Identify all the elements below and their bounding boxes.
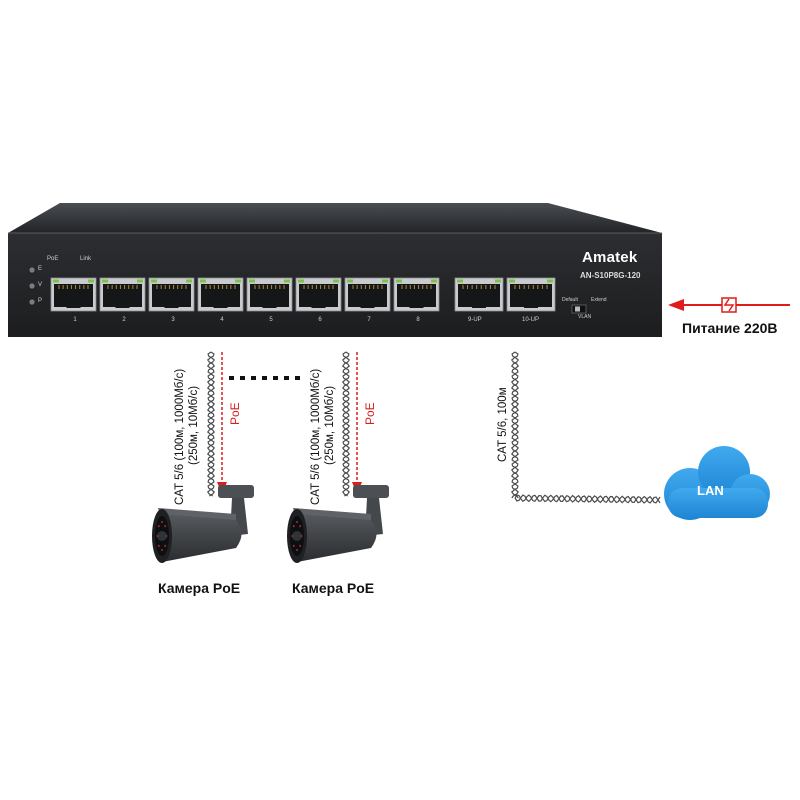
- rj45-port-6[interactable]: [295, 277, 342, 312]
- camera2-cable-spec-2: (250м, 10Мб/с): [324, 385, 336, 465]
- rj45-port-5[interactable]: [246, 277, 293, 312]
- camera2-cable: [341, 351, 351, 497]
- camera-1-icon: [152, 485, 254, 563]
- camera1-cable-spec: CAT 5/6 (100м, 1000Мб/с): [174, 368, 186, 505]
- rj45-port-8[interactable]: [393, 277, 440, 312]
- port-label: 7: [367, 317, 371, 323]
- led-header-poe: PoE: [47, 256, 59, 262]
- led-label-e: E: [38, 266, 43, 272]
- port-label: 8: [416, 317, 420, 323]
- cameras: [152, 485, 389, 563]
- switch-label-default: Default: [562, 297, 578, 303]
- lan-cable-spec: CAT 5/6, 100м: [497, 387, 509, 462]
- poe-label-2: PoE: [363, 402, 377, 425]
- lan-cable-vertical: [510, 351, 520, 499]
- rj45-port-3[interactable]: [148, 277, 195, 312]
- led-label-v: V: [38, 282, 43, 288]
- power-input-arrow: [668, 297, 790, 313]
- uplink-label-9: 9-UP: [468, 317, 482, 323]
- port-label: 1: [73, 317, 77, 323]
- rj45-port-2[interactable]: [99, 277, 146, 312]
- port-row: [50, 277, 556, 312]
- power-label: Питание 220В: [682, 320, 778, 336]
- led-p: [29, 299, 35, 305]
- rj45-port-7[interactable]: [344, 277, 391, 312]
- port-label: 3: [171, 317, 175, 323]
- rj45-port-1[interactable]: [50, 277, 97, 312]
- camera-2-icon: [287, 485, 389, 563]
- lan-cloud-icon: [664, 446, 770, 520]
- poe-arrow-1: [217, 352, 227, 494]
- poe-arrow-2: [352, 352, 362, 494]
- port-label: 5: [269, 317, 273, 323]
- switch-top-face: [8, 203, 662, 233]
- rj45-port-10-up[interactable]: [506, 277, 556, 312]
- switch-device: [8, 203, 662, 337]
- port-label: 2: [122, 317, 126, 323]
- rj45-port-4[interactable]: [197, 277, 244, 312]
- camera2-cable-spec: CAT 5/6 (100м, 1000Мб/с): [310, 368, 322, 505]
- led-header-link: Link: [80, 256, 92, 262]
- camera1-label: Камера PoE: [158, 580, 241, 596]
- camera2-label: Камера PoE: [292, 580, 375, 596]
- switch-label-extend: Extend: [591, 297, 607, 303]
- led-v: [29, 283, 35, 289]
- lan-cable-horizontal: [514, 494, 661, 504]
- brand-logo: Amatek: [582, 249, 638, 266]
- port-label: 6: [318, 317, 322, 323]
- led-e: [29, 267, 35, 273]
- uplink-label-10: 10-UP: [522, 317, 540, 323]
- cables: [206, 351, 661, 504]
- camera1-cable-spec-2: (250м, 10Мб/с): [188, 385, 200, 465]
- port-label: 4: [220, 317, 224, 323]
- poe-label-1: PoE: [228, 402, 242, 425]
- led-label-p: P: [38, 298, 43, 304]
- model-number: AN-S10P8G-120: [580, 271, 641, 280]
- camera1-cable: [206, 351, 216, 497]
- lan-label: LAN: [697, 483, 724, 498]
- switch-label-vlan: VLAN: [578, 314, 592, 320]
- rj45-port-9-up[interactable]: [454, 277, 504, 312]
